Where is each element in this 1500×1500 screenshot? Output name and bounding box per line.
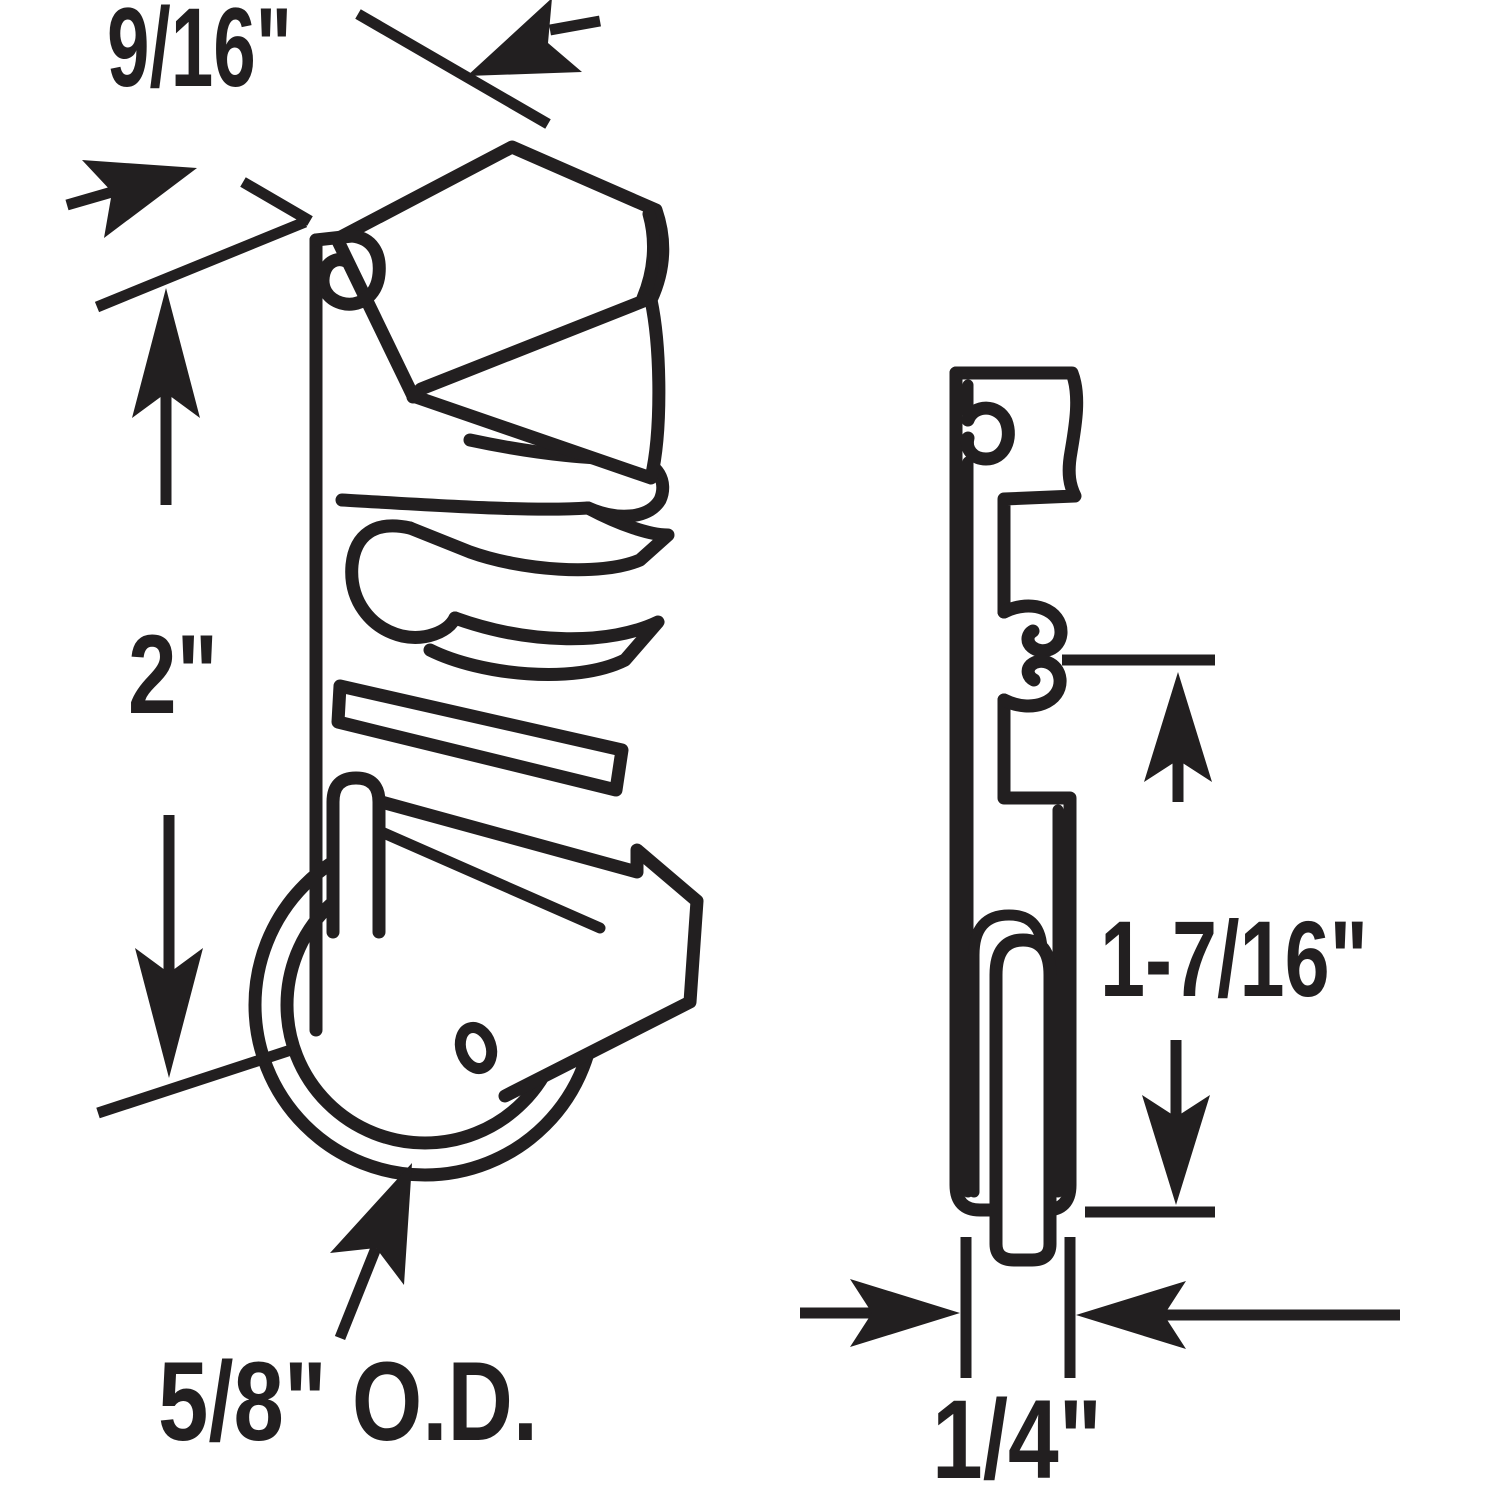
dim-roller-height-arrow-up	[1144, 672, 1212, 782]
dim-width-leader-right	[549, 15, 601, 36]
rivet-hole	[454, 1021, 498, 1075]
dim-roller-height-label: 1-7/16"	[1100, 898, 1368, 1019]
dim-profile-width-arrow-left	[850, 1279, 960, 1347]
axle-slot	[326, 771, 386, 939]
profile-clip-upper	[997, 599, 1068, 658]
top-block-endcap	[636, 207, 661, 305]
dim-height-arrow-up	[132, 288, 200, 418]
dim-width-arrow-left	[82, 160, 197, 238]
profile-slot	[968, 909, 1048, 1198]
dim-height: 2"	[94, 216, 308, 1119]
dim-roller-height: 1-7/16"	[1062, 654, 1368, 1218]
dim-profile-width-label: 1/4"	[932, 1377, 1102, 1500]
profile-upper	[949, 366, 1084, 619]
dim-width-arrow-right	[467, 0, 582, 76]
shelf	[331, 679, 629, 797]
dim-height-arrow-down	[135, 948, 203, 1078]
dim-width-ext-line-2	[240, 177, 313, 226]
dim-wheel-od-leader	[334, 1245, 382, 1341]
side-view	[949, 366, 1084, 1267]
housing-crease	[339, 810, 606, 934]
dim-width-ext-line-1	[355, 9, 551, 129]
dim-height-label: 2"	[128, 612, 218, 737]
housing-outline	[338, 785, 704, 1103]
dimension-annotations: 9/16" 2" 5/8" O.D. 1-7/16"	[65, 0, 1400, 1500]
dim-width: 9/16"	[65, 0, 601, 238]
bar-hook	[309, 229, 386, 311]
dim-wheel-od-arrow	[330, 1163, 412, 1285]
dim-height-ext-line-bottom	[96, 1042, 299, 1119]
profile-clip-lower	[997, 654, 1067, 713]
top-block-edge	[406, 293, 653, 404]
dim-height-ext-line-top	[94, 216, 308, 313]
dim-wheel-od-label: 5/8" O.D.	[158, 1339, 538, 1464]
dim-width-label: 9/16"	[107, 0, 292, 110]
dim-width-leader-left	[65, 186, 114, 211]
dim-roller-height-arrow-down	[1142, 1095, 1210, 1205]
dim-wheel-od: 5/8" O.D.	[158, 1163, 538, 1464]
front-view	[248, 140, 704, 1182]
spring-tab	[335, 433, 675, 681]
profile-wheel	[989, 933, 1057, 1267]
profile-hook	[960, 401, 1015, 466]
dim-profile-width: 1/4"	[800, 1237, 1400, 1500]
dim-profile-width-arrow-right	[1076, 1281, 1186, 1349]
top-block-outline	[330, 140, 670, 485]
